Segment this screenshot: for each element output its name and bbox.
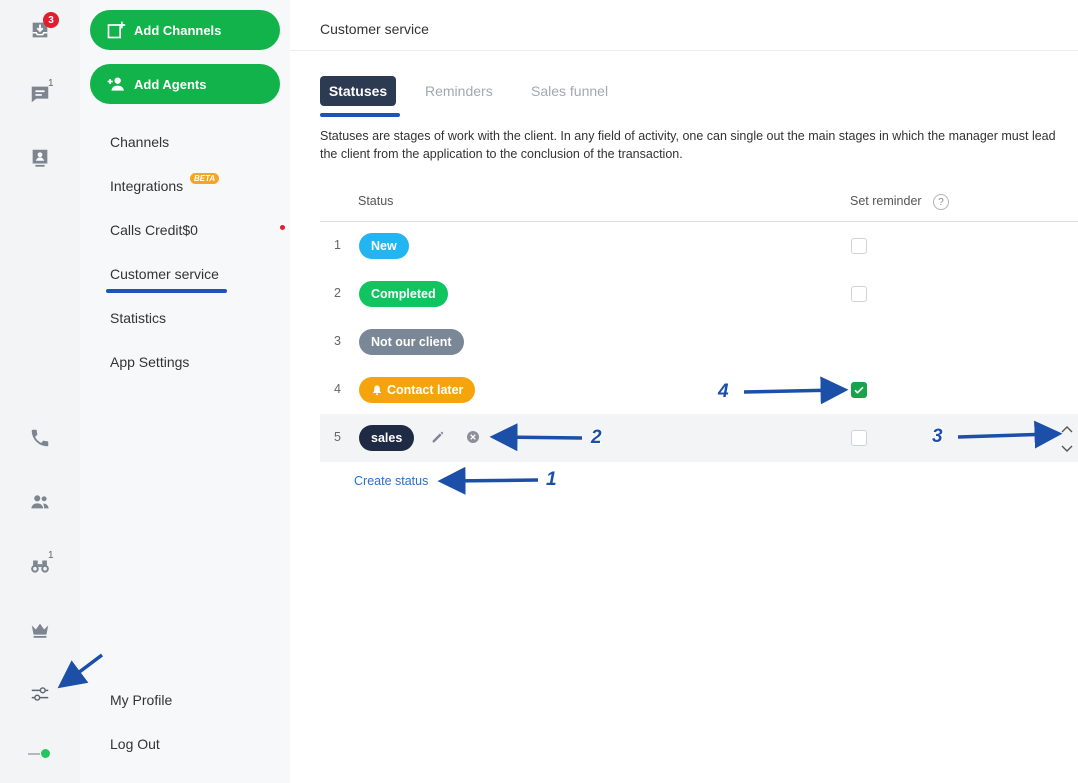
- row-number: 5: [334, 430, 341, 444]
- status-pill-sales[interactable]: sales: [359, 425, 415, 451]
- statuses-description: Statuses are stages of work with the cli…: [320, 129, 1056, 161]
- check-icon: [854, 386, 864, 394]
- row-number: 2: [334, 286, 341, 300]
- active-menu-indicator: [106, 289, 227, 293]
- tab-statuses[interactable]: Statuses: [320, 76, 396, 106]
- column-header-set-reminder: Set reminder: [850, 194, 922, 208]
- annotation-number-4: 4: [718, 381, 729, 402]
- add-channels-button[interactable]: Add Channels: [90, 10, 280, 50]
- annotation-number-2: 2: [591, 427, 602, 448]
- status-pill-not-our-client[interactable]: Not our client: [359, 329, 464, 355]
- online-status-indicator[interactable]: [28, 749, 52, 759]
- status-dot: [41, 749, 50, 758]
- table-row: 2 Completed: [320, 270, 1078, 318]
- add-person-icon: [107, 77, 124, 91]
- calls-credit-label: Calls Credit: [110, 222, 183, 238]
- move-up-chevron-icon[interactable]: [1060, 422, 1074, 434]
- monitoring-count: 1: [48, 550, 54, 561]
- table-header-divider: [320, 221, 1078, 222]
- add-channels-label: Add Channels: [134, 22, 222, 38]
- menu-item-my-profile[interactable]: My Profile: [110, 692, 173, 708]
- inbox-badge: 3: [43, 12, 59, 28]
- settings-sliders-icon[interactable]: [28, 682, 52, 706]
- menu-item-log-out[interactable]: Log Out: [110, 736, 160, 752]
- row-number: 3: [334, 334, 341, 348]
- chat-count: 1: [48, 78, 54, 89]
- inbox-icon[interactable]: [28, 18, 52, 42]
- table-row: 5 sales: [320, 414, 1078, 462]
- status-label: Contact later: [387, 383, 464, 397]
- notification-dot: [280, 225, 285, 230]
- beta-badge: BETA: [190, 173, 220, 184]
- edit-pencil-icon[interactable]: [429, 428, 447, 446]
- status-pill-new[interactable]: New: [359, 233, 409, 259]
- table-row: 4 Contact later: [320, 366, 1078, 414]
- tab-reminders[interactable]: Reminders: [425, 83, 493, 99]
- phone-icon[interactable]: [28, 426, 52, 450]
- crown-icon[interactable]: [28, 618, 52, 642]
- tab-sales-funnel[interactable]: Sales funnel: [531, 83, 609, 99]
- add-agents-button[interactable]: Add Agents: [90, 64, 280, 104]
- icon-rail: 3 1 1: [0, 0, 80, 783]
- header-divider: [290, 50, 1078, 51]
- status-pill-completed[interactable]: Completed: [359, 281, 448, 307]
- active-tab-indicator: [320, 113, 400, 117]
- team-icon[interactable]: [28, 490, 52, 514]
- column-header-status: Status: [358, 194, 394, 208]
- table-row: 3 Not our client: [320, 318, 1078, 366]
- annotation-number-1: 1: [546, 469, 557, 490]
- menu-item-statistics[interactable]: Statistics: [110, 310, 167, 326]
- delete-circle-icon[interactable]: [464, 428, 482, 446]
- main-panel: Customer service Statuses Reminders Sale…: [290, 0, 1078, 783]
- menu-item-calls-credit[interactable]: Calls Credit$0: [110, 222, 198, 238]
- side-menu: Add Channels Add Agents Channels Integra…: [80, 0, 290, 783]
- reminder-checkbox[interactable]: [851, 238, 867, 254]
- add-agents-label: Add Agents: [134, 76, 207, 92]
- annotation-number-3: 3: [932, 426, 943, 447]
- calls-credit-value: $0: [182, 222, 198, 238]
- row-number: 1: [334, 238, 341, 252]
- bell-icon: [373, 385, 381, 396]
- menu-item-integrations[interactable]: Integrations: [110, 178, 184, 194]
- status-pill-contact-later[interactable]: Contact later: [359, 377, 476, 403]
- table-row: 1 New: [320, 222, 1078, 270]
- binoculars-icon[interactable]: [28, 554, 52, 578]
- add-channel-icon: [107, 21, 126, 39]
- menu-item-app-settings[interactable]: App Settings: [110, 354, 190, 370]
- chat-icon[interactable]: [28, 82, 52, 106]
- reminder-checkbox[interactable]: [851, 430, 867, 446]
- reminder-checkbox-checked[interactable]: [851, 382, 867, 398]
- create-status-link[interactable]: Create status: [354, 474, 429, 488]
- row-number: 4: [334, 382, 341, 396]
- contacts-icon[interactable]: [28, 146, 52, 170]
- page-title: Customer service: [320, 21, 429, 37]
- help-icon[interactable]: ?: [933, 194, 949, 210]
- menu-item-channels[interactable]: Channels: [110, 134, 170, 150]
- status-dash: [28, 753, 40, 755]
- menu-item-customer-service[interactable]: Customer service: [110, 266, 219, 282]
- move-down-chevron-icon[interactable]: [1060, 442, 1074, 454]
- reminder-checkbox[interactable]: [851, 286, 867, 302]
